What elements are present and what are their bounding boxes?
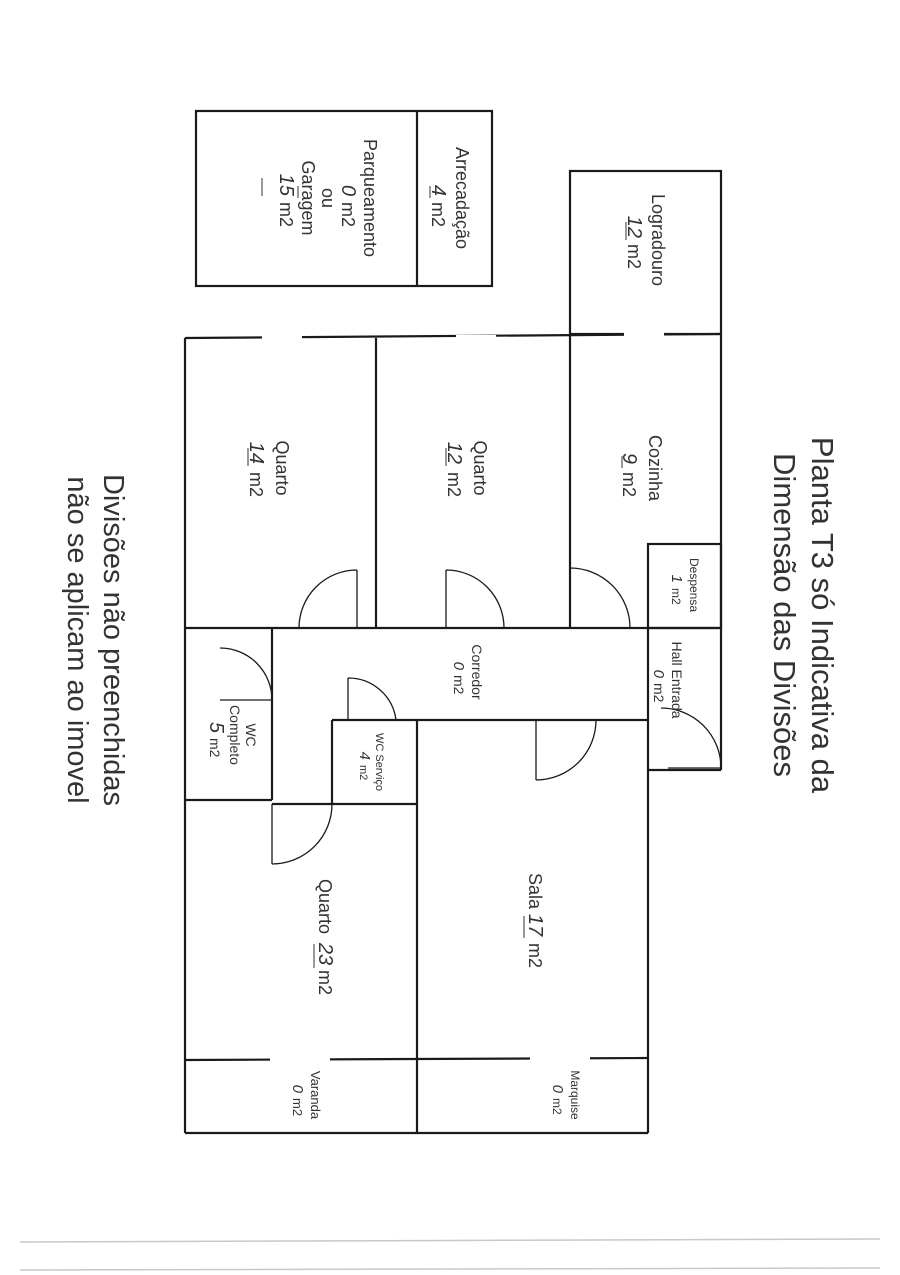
room-area-value: 0 [337,185,359,196]
room-name: Logradouro [648,194,668,286]
title-line-2: Dimensão das Divisões [767,453,802,777]
room-area-unit: m2 [451,675,467,695]
room-area-unit: m2 [207,738,223,758]
room-name: Hall Entrada [669,641,685,718]
label-corredor: Corredor 0 m2 [450,644,485,700]
label-varanda: Varanda 0 m2 [289,1071,323,1120]
room-name-alt: Garagem [298,160,318,235]
room-area-unit: m2 [525,943,545,968]
room-area-value: 1 [668,575,685,583]
room-area-value: 0 [650,670,667,679]
room-name: Sala [525,873,545,910]
room-area-unit-alt: m2 [276,202,296,227]
room-area-value-alt: 15 [275,174,297,197]
room-name: Quarto [470,440,490,495]
plan-title: Planta T3 só Indicativa da Dimensão das … [767,437,840,794]
label-wc-servico: WC Serviço 4 m2 [356,733,385,791]
handwritten-underlines [247,178,627,968]
room-area-unit: m2 [619,472,639,497]
note-line-1: Divisões não preenchidas [97,474,129,806]
room-area-unit: m2 [550,1098,564,1115]
door-swing [347,677,397,721]
room-area-unit: m2 [624,244,644,269]
room-area-unit: m2 [428,202,448,227]
door-swing [660,707,722,769]
label-despensa: Despensa 1 m2 [668,558,701,612]
note-line-2: não se aplicam ao imovel [61,476,93,803]
room-area-value: 14 [245,442,267,464]
room-area-value: 17 [524,914,546,937]
room-despensa [646,542,723,630]
label-hall-entrada: Hall Entrada 0 m2 [650,641,685,718]
door-swing [219,647,273,701]
room-area-unit: m2 [290,1098,305,1116]
label-sala: Sala 17 m2 [524,873,546,968]
room-name: Marquise [568,1070,582,1120]
label-quarto-23: Quarto 23 m2 [314,879,336,995]
room-name: Varanda [308,1071,323,1120]
room-area-unit: m2 [338,202,358,227]
room-name-2: Completo [227,705,243,765]
or-label: ou [318,188,338,208]
room-area-value: 9 [618,453,640,464]
room-area-value: 0 [549,1085,566,1094]
door-swing [535,719,597,781]
room-name: Quarto [315,879,335,934]
room-name: Quarto [272,440,292,495]
label-logradouro: Logradouro 12 m2 [623,194,668,286]
room-area-value: 5 [205,722,227,734]
room-area-unit: m2 [315,970,335,995]
label-parqueamento: Parqueamento 0 m2 ou Garagem 15 m2 [275,139,380,257]
page-rule [19,1238,881,1243]
door-swing [445,569,505,629]
room-area-value: 23 [314,942,336,965]
room-area-value: 4 [427,185,449,196]
door-swing [569,567,631,629]
room-area-unit: m2 [444,472,464,497]
label-wc-completo: WC Completo 5 m2 [205,705,259,765]
label-quarto-12: Quarto 12 m2 [443,440,490,497]
room-name: Despensa [687,558,701,612]
label-arrecadacao: Arrecadação 4 m2 [427,147,472,249]
door-swing [298,569,358,629]
label-marquise: Marquise 0 m2 [549,1070,582,1120]
room-name: Arrecadação [452,147,472,249]
room-area-unit: m2 [357,765,369,780]
room-area-value: 0 [289,1085,306,1094]
room-area-value: 12 [443,442,465,464]
room-name: Cozinha [645,435,665,502]
room-name: Corredor [469,644,485,700]
room-area-unit: m2 [651,683,667,703]
room-area-value: 0 [450,662,467,671]
parking-storage-block [194,109,494,288]
label-quarto-14: Quarto 14 m2 [245,440,292,497]
label-cozinha: Cozinha 9 m2 [618,435,665,502]
room-area-unit: m2 [246,472,266,497]
room-area-value: 12 [623,216,645,238]
title-line-1: Planta T3 só Indicativa da [805,437,840,794]
unfilled-rooms-note: Divisões não preenchidas não se aplicam … [61,474,129,806]
room-area-unit: m2 [669,588,683,605]
room-area-value: 4 [356,752,373,760]
door-swing [271,803,333,865]
room-name: WC [243,723,259,746]
room-name: Parqueamento [360,139,380,257]
room-logradouro [568,169,723,336]
page-rule [19,1267,881,1271]
room-name: WC Serviço [373,733,385,791]
